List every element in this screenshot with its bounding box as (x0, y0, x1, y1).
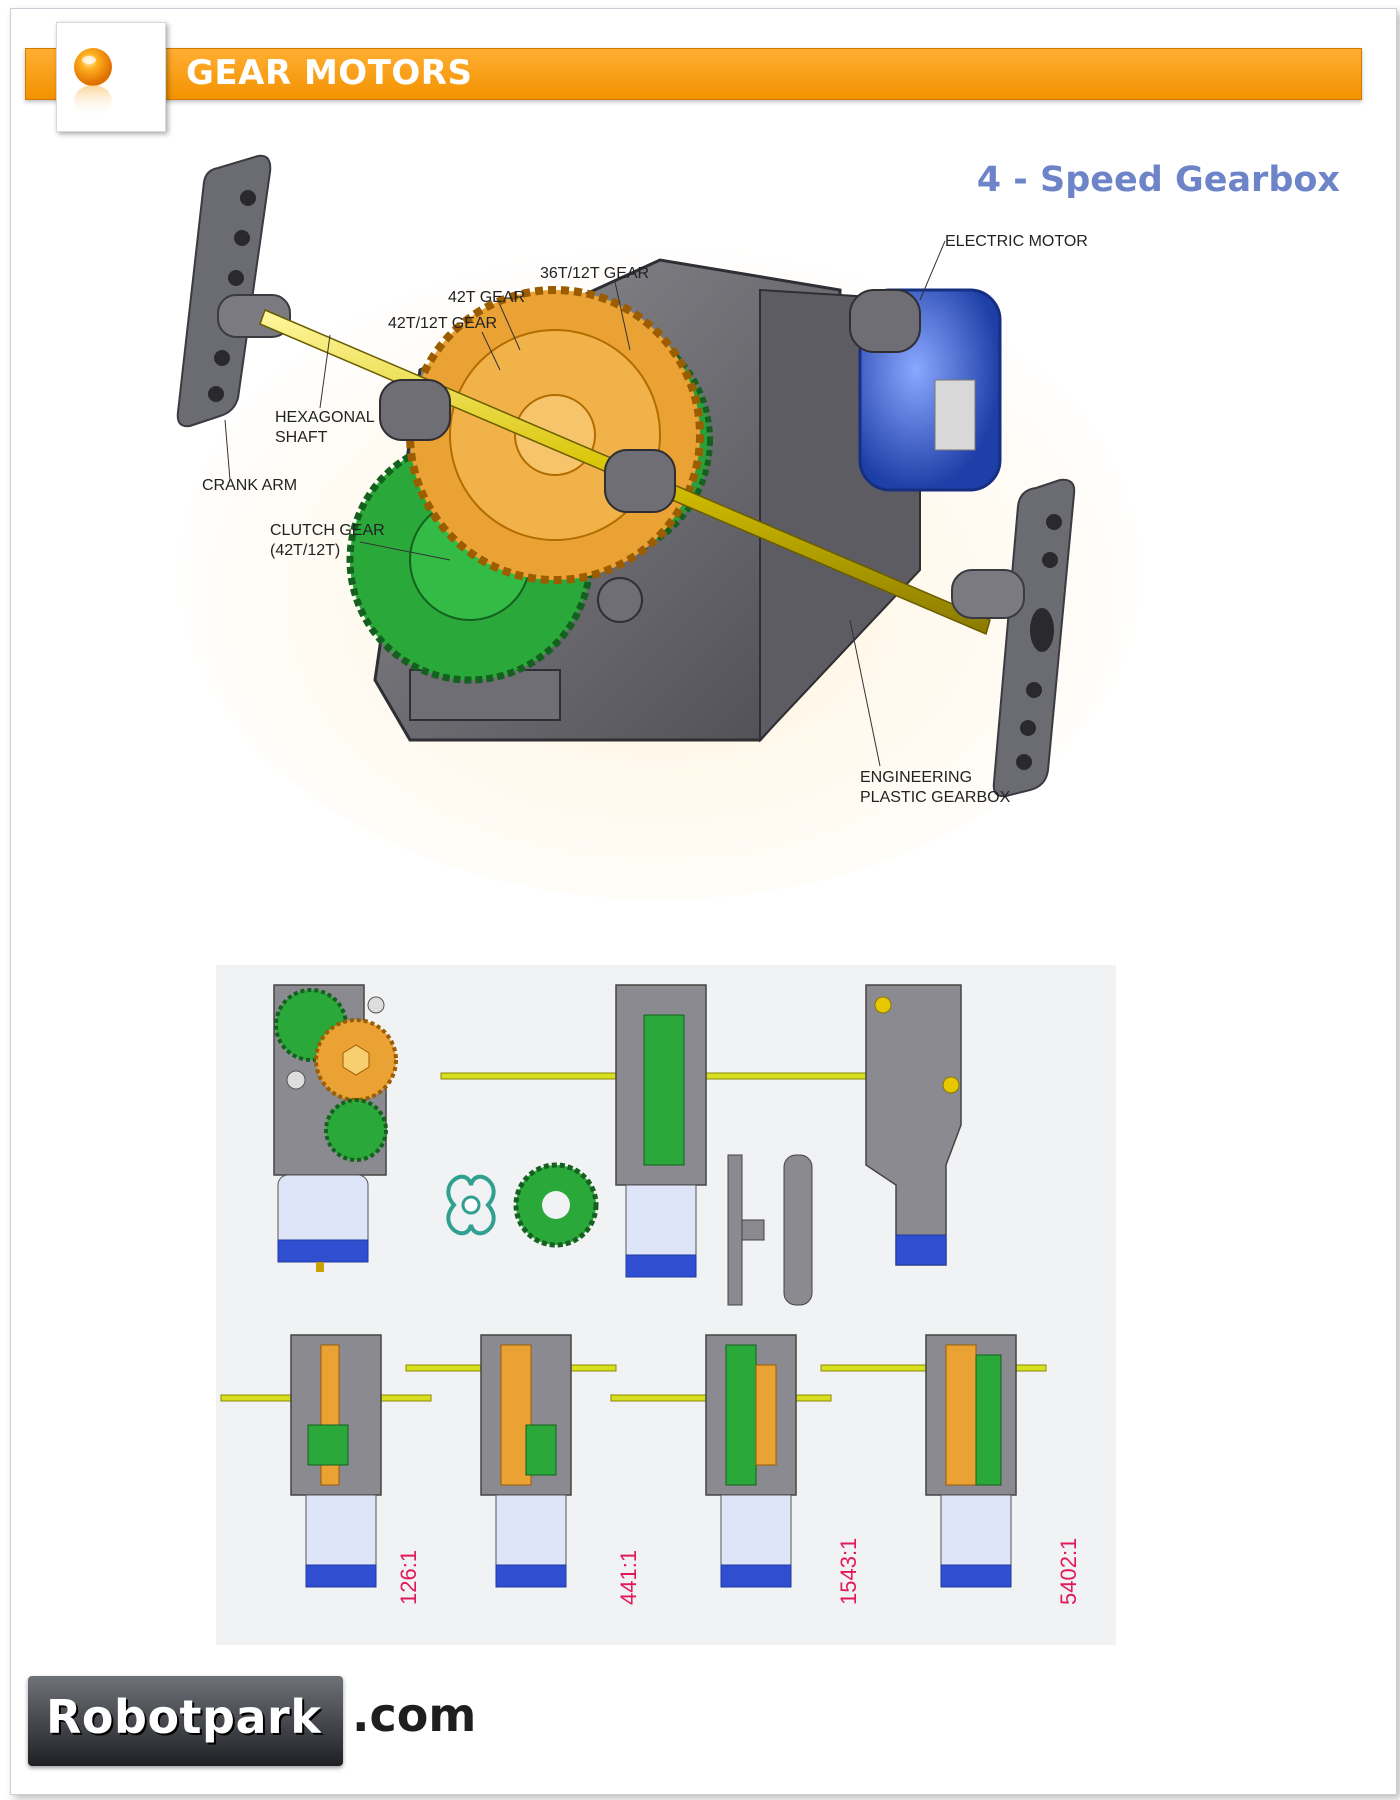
callout-hexagonal-shaft-line2: SHAFT (275, 429, 328, 446)
callout-gearbox-line2: PLASTIC GEARBOX (860, 789, 1011, 806)
callout-electric-motor: ELECTRIC MOTOR (945, 233, 1088, 250)
config-2 (405, 1334, 617, 1588)
config-4 (820, 1334, 1047, 1588)
callout-hexagonal-shaft-line1: HEXAGONAL (275, 409, 375, 426)
section-title: 4 - Speed Gearbox (976, 160, 1340, 200)
callout-36t-12t-gear: 36T/12T GEAR (540, 265, 649, 282)
clutch-spring-part (446, 1174, 496, 1236)
ratio-label-4: 5402:1 (1056, 1538, 1081, 1605)
brand-tld: .com (352, 1688, 477, 1742)
callout-crank-arm: CRANK ARM (202, 477, 297, 494)
lower-bearing (597, 577, 643, 623)
callout-clutch-gear-line1: CLUTCH GEAR (270, 522, 385, 539)
callout-42t-gear: 42T GEAR (448, 289, 525, 306)
right-crank-arm (951, 478, 1076, 798)
brand-name: Robotpark (46, 1690, 322, 1744)
callout-42t-12t-gear: 42T/12T GEAR (388, 315, 497, 332)
config-1 (220, 1334, 432, 1588)
orange-orb-icon (74, 48, 112, 117)
gearbox-front-assembly (440, 984, 882, 1278)
callout-clutch-gear-line2: (42T/12T) (270, 542, 340, 559)
callout-leader-lines (224, 240, 946, 767)
electric-motor (849, 288, 1002, 492)
ratio-label-1: 126:1 (396, 1550, 421, 1605)
spare-green-gear (513, 1162, 599, 1248)
gearbox-side-view (865, 984, 962, 1266)
ratio-label-2: 441:1 (616, 1550, 641, 1605)
shaft-bearing-mid (604, 449, 676, 513)
crank-arm-parts (727, 1154, 813, 1306)
gearbox-cutaway-illustration: ELECTRIC MOTOR 36T/12T GEAR 42T GEAR 42T… (176, 154, 1140, 900)
gear-plate-top-view (273, 984, 398, 1272)
header-logo (56, 22, 166, 132)
header-bar: GEAR MOTORS (25, 48, 1362, 100)
shaft-bearing-upper (379, 379, 451, 441)
page-title: GEAR MOTORS (186, 53, 473, 93)
assembly-diagrams-panel: 126:1 441:1 1543:1 5402:1 (216, 965, 1116, 1645)
config-3 (610, 1334, 832, 1588)
robotpark-logo: Robotpark (28, 1676, 343, 1766)
ratio-label-3: 1543:1 (836, 1538, 861, 1605)
callout-gearbox-line1: ENGINEERING (860, 769, 972, 786)
